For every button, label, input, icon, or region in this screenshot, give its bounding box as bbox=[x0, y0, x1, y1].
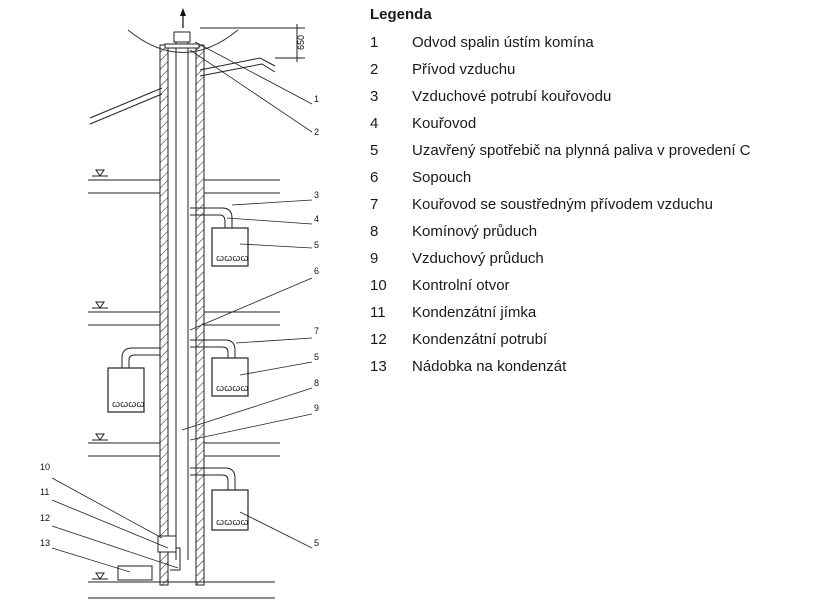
legend-item-text: Sopouch bbox=[412, 169, 472, 186]
legend-item-number: 12 bbox=[370, 331, 387, 348]
floors bbox=[88, 179, 280, 599]
leaders-right bbox=[181, 41, 313, 549]
level-markers bbox=[92, 169, 108, 580]
legend-item: 3 Vzduchové potrubí kouřovodu bbox=[370, 83, 751, 110]
legend-item-number: 1 bbox=[370, 34, 379, 51]
inner-flue bbox=[175, 40, 189, 560]
legend-item: 9 Vzduchový průduch bbox=[370, 245, 751, 272]
legend-item-number: 6 bbox=[370, 169, 379, 186]
legend-item-text: Kondenzátní potrubí bbox=[412, 331, 548, 348]
legend: Legenda 1 Odvod spalin ústím komína 2 Přívo… bbox=[370, 6, 751, 380]
legend-item-number: 7 bbox=[370, 196, 379, 213]
callout-7: 7 bbox=[314, 326, 319, 336]
legend-item: 4 Kouřovod bbox=[370, 110, 751, 137]
callout-2: 2 bbox=[314, 127, 319, 137]
callout-11: 11 bbox=[40, 487, 49, 497]
callout-4: 4 bbox=[314, 214, 319, 224]
legend-item: 2 Přívod vzduchu bbox=[370, 56, 751, 83]
legend-item-number: 8 bbox=[370, 223, 379, 240]
chimney-collar bbox=[164, 43, 200, 49]
legend-item-text: Kouřovod bbox=[412, 115, 477, 132]
appliances bbox=[107, 227, 249, 531]
legend-item-number: 5 bbox=[370, 142, 379, 159]
connectors bbox=[121, 207, 236, 490]
legend-item-text: Vzduchové potrubí kouřovodu bbox=[412, 88, 612, 105]
callout-1: 1 bbox=[314, 94, 319, 104]
callout-3: 3 bbox=[314, 190, 319, 200]
legend-item-text: Kouřovod se soustředným přívodem vzduchu bbox=[412, 196, 713, 213]
legend-item-text: Odvod spalin ústím komína bbox=[412, 34, 594, 51]
callout-5b: 5 bbox=[314, 352, 319, 362]
legend-item: 13 Nádobka na kondenzát bbox=[370, 353, 751, 380]
callout-8: 8 bbox=[314, 378, 319, 388]
legend-item: 12 Kondenzátní potrubí bbox=[370, 326, 751, 353]
svg-text:ꞷꞷꞷꞷ: ꞷꞷꞷꞷ bbox=[216, 253, 249, 263]
svg-text:ꞷꞷꞷꞷ: ꞷꞷꞷꞷ bbox=[216, 517, 249, 527]
legend-item-text: Komínový průduch bbox=[412, 223, 538, 240]
legend-item: 8 Komínový průduch bbox=[370, 218, 751, 245]
legend-item-number: 4 bbox=[370, 115, 379, 132]
condensate bbox=[117, 535, 181, 581]
callout-10: 10 bbox=[40, 462, 50, 472]
legend-item-number: 11 bbox=[370, 304, 386, 321]
roof bbox=[89, 57, 276, 125]
legend-item: 11 Kondenzátní jímka bbox=[370, 299, 751, 326]
legend-item-text: Vzduchový průduch bbox=[412, 250, 544, 267]
callout-12: 12 bbox=[40, 513, 50, 523]
legend-item-text: Nádobka na kondenzát bbox=[412, 358, 567, 375]
chimney-wall-right bbox=[195, 44, 205, 586]
callout-13: 13 bbox=[40, 538, 50, 548]
top-arc bbox=[127, 29, 239, 53]
legend-item-number: 2 bbox=[370, 61, 379, 78]
legend-item: 7 Kouřovod se soustředným přívodem vzduch… bbox=[370, 191, 751, 218]
chimney-cap bbox=[173, 31, 191, 43]
legend-item-number: 10 bbox=[370, 277, 387, 294]
svg-text:ꞷꞷꞷꞷ: ꞷꞷꞷꞷ bbox=[112, 399, 145, 409]
dimension-label: 650 bbox=[296, 35, 306, 50]
legend-title: Legenda bbox=[370, 6, 432, 23]
leaders-left bbox=[51, 477, 179, 573]
legend-item-number: 13 bbox=[370, 358, 387, 375]
callout-5a: 5 bbox=[314, 240, 319, 250]
legend-list: 1 Odvod spalin ústím komína 2 Přívod vzduch… bbox=[370, 29, 751, 380]
legend-item-text: Uzavřený spotřebič na plynná paliva v pr… bbox=[412, 142, 751, 159]
legend-item-text: Kondenzátní jímka bbox=[412, 304, 537, 321]
legend-item-text: Kontrolní otvor bbox=[412, 277, 510, 294]
svg-text:ꞷꞷꞷꞷ: ꞷꞷꞷꞷ bbox=[216, 383, 249, 393]
chimney-wall-left bbox=[159, 44, 169, 586]
legend-item: 5 Uzavřený spotřebič na plynná paliva v p… bbox=[370, 137, 751, 164]
legend-item-text: Přívod vzduchu bbox=[412, 61, 516, 78]
legend-item: 10 Kontrolní otvor bbox=[370, 272, 751, 299]
legend-item-number: 9 bbox=[370, 250, 379, 267]
flue-arrow-head bbox=[180, 8, 186, 16]
legend-item: 1 Odvod spalin ústím komína bbox=[370, 29, 751, 56]
burners: ꞷꞷꞷꞷ ꞷꞷꞷꞷ ꞷꞷꞷꞷ ꞷꞷꞷꞷ bbox=[112, 253, 249, 527]
callout-9: 9 bbox=[314, 403, 319, 413]
callout-5c: 5 bbox=[314, 538, 319, 548]
dimension-650 bbox=[200, 24, 305, 62]
legend-item: 6 Sopouch bbox=[370, 164, 751, 191]
callout-6: 6 bbox=[314, 266, 319, 276]
legend-item-number: 3 bbox=[370, 88, 379, 105]
chimney-diagram: 650 bbox=[40, 8, 319, 599]
